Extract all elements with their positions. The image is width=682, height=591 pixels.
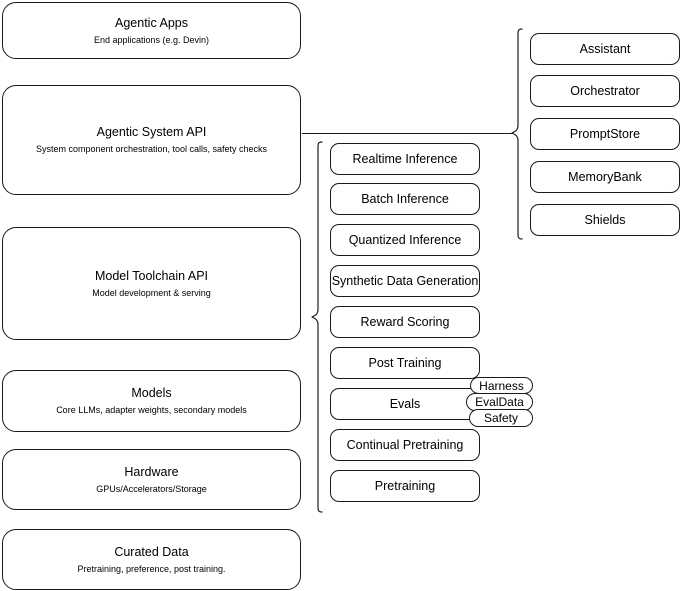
layer-model-toolchain-api[interactable]: Model Toolchain API Model development & … [2,227,301,340]
component-label: Assistant [579,42,631,56]
eval-tag-label: Safety [483,411,519,425]
component-label: Shields [584,213,626,227]
layer-title: Curated Data [114,544,189,559]
component-promptstore[interactable]: PromptStore [530,118,680,150]
layer-hardware[interactable]: Hardware GPUs/Accelerators/Storage [2,449,301,510]
eval-tag-label: Harness [479,378,524,393]
eval-tag-label: EvalData [475,395,524,409]
capability-post-training[interactable]: Post Training [330,347,480,379]
capability-synthetic-data-generation[interactable]: Synthetic Data Generation [330,265,480,297]
layer-agentic-apps[interactable]: Agentic Apps End applications (e.g. Devi… [2,2,301,59]
capability-label: Pretraining [374,479,436,493]
connector-system-api-to-components [302,133,513,134]
capability-batch-inference[interactable]: Batch Inference [330,183,480,215]
layer-subtitle: End applications (e.g. Devin) [93,34,210,45]
layer-title: Model Toolchain API [94,268,209,283]
brace-system-components [511,28,523,240]
capability-continual-pretraining[interactable]: Continual Pretraining [330,429,480,461]
eval-tag-safety[interactable]: Safety [469,409,533,427]
capability-reward-scoring[interactable]: Reward Scoring [330,306,480,338]
capability-evals[interactable]: Evals [330,388,480,420]
capability-label: Reward Scoring [360,315,450,329]
component-label: Orchestrator [570,84,640,98]
layer-title: Hardware [124,464,179,479]
capability-quantized-inference[interactable]: Quantized Inference [330,224,480,256]
capability-label: Continual Pretraining [346,438,464,452]
component-label: MemoryBank [568,170,642,184]
layer-subtitle: Model development & serving [92,287,211,298]
layer-curated-data[interactable]: Curated Data Pretraining, preference, po… [2,529,301,590]
layer-subtitle: Pretraining, preference, post training. [77,563,226,574]
eval-tag-harness[interactable]: Harness [470,377,533,394]
layer-subtitle: Core LLMs, adapter weights, secondary mo… [56,405,247,415]
capability-label: Realtime Inference [352,152,458,166]
capability-label: Batch Inference [361,192,449,206]
capability-label: Quantized Inference [348,233,462,247]
layer-subtitle: System component orchestration, tool cal… [35,144,268,154]
capability-label: Synthetic Data Generation [331,274,479,288]
brace-toolchain-capabilities [311,141,323,513]
capability-label: Post Training [368,356,442,370]
component-assistant[interactable]: Assistant [530,33,680,65]
component-orchestrator[interactable]: Orchestrator [530,75,680,107]
layer-title: Agentic System API [96,125,207,139]
layer-subtitle: GPUs/Accelerators/Storage [96,483,207,494]
capability-label: Evals [389,397,421,411]
layer-title: Models [131,386,172,400]
layer-title: Agentic Apps [115,15,188,30]
capability-realtime-inference[interactable]: Realtime Inference [330,143,480,175]
component-memorybank[interactable]: MemoryBank [530,161,680,193]
component-label: PromptStore [569,127,641,141]
capability-pretraining[interactable]: Pretraining [330,470,480,502]
component-shields[interactable]: Shields [530,204,680,236]
layer-models[interactable]: Models Core LLMs, adapter weights, secon… [2,370,301,432]
layer-agentic-system-api[interactable]: Agentic System API System component orch… [2,85,301,195]
